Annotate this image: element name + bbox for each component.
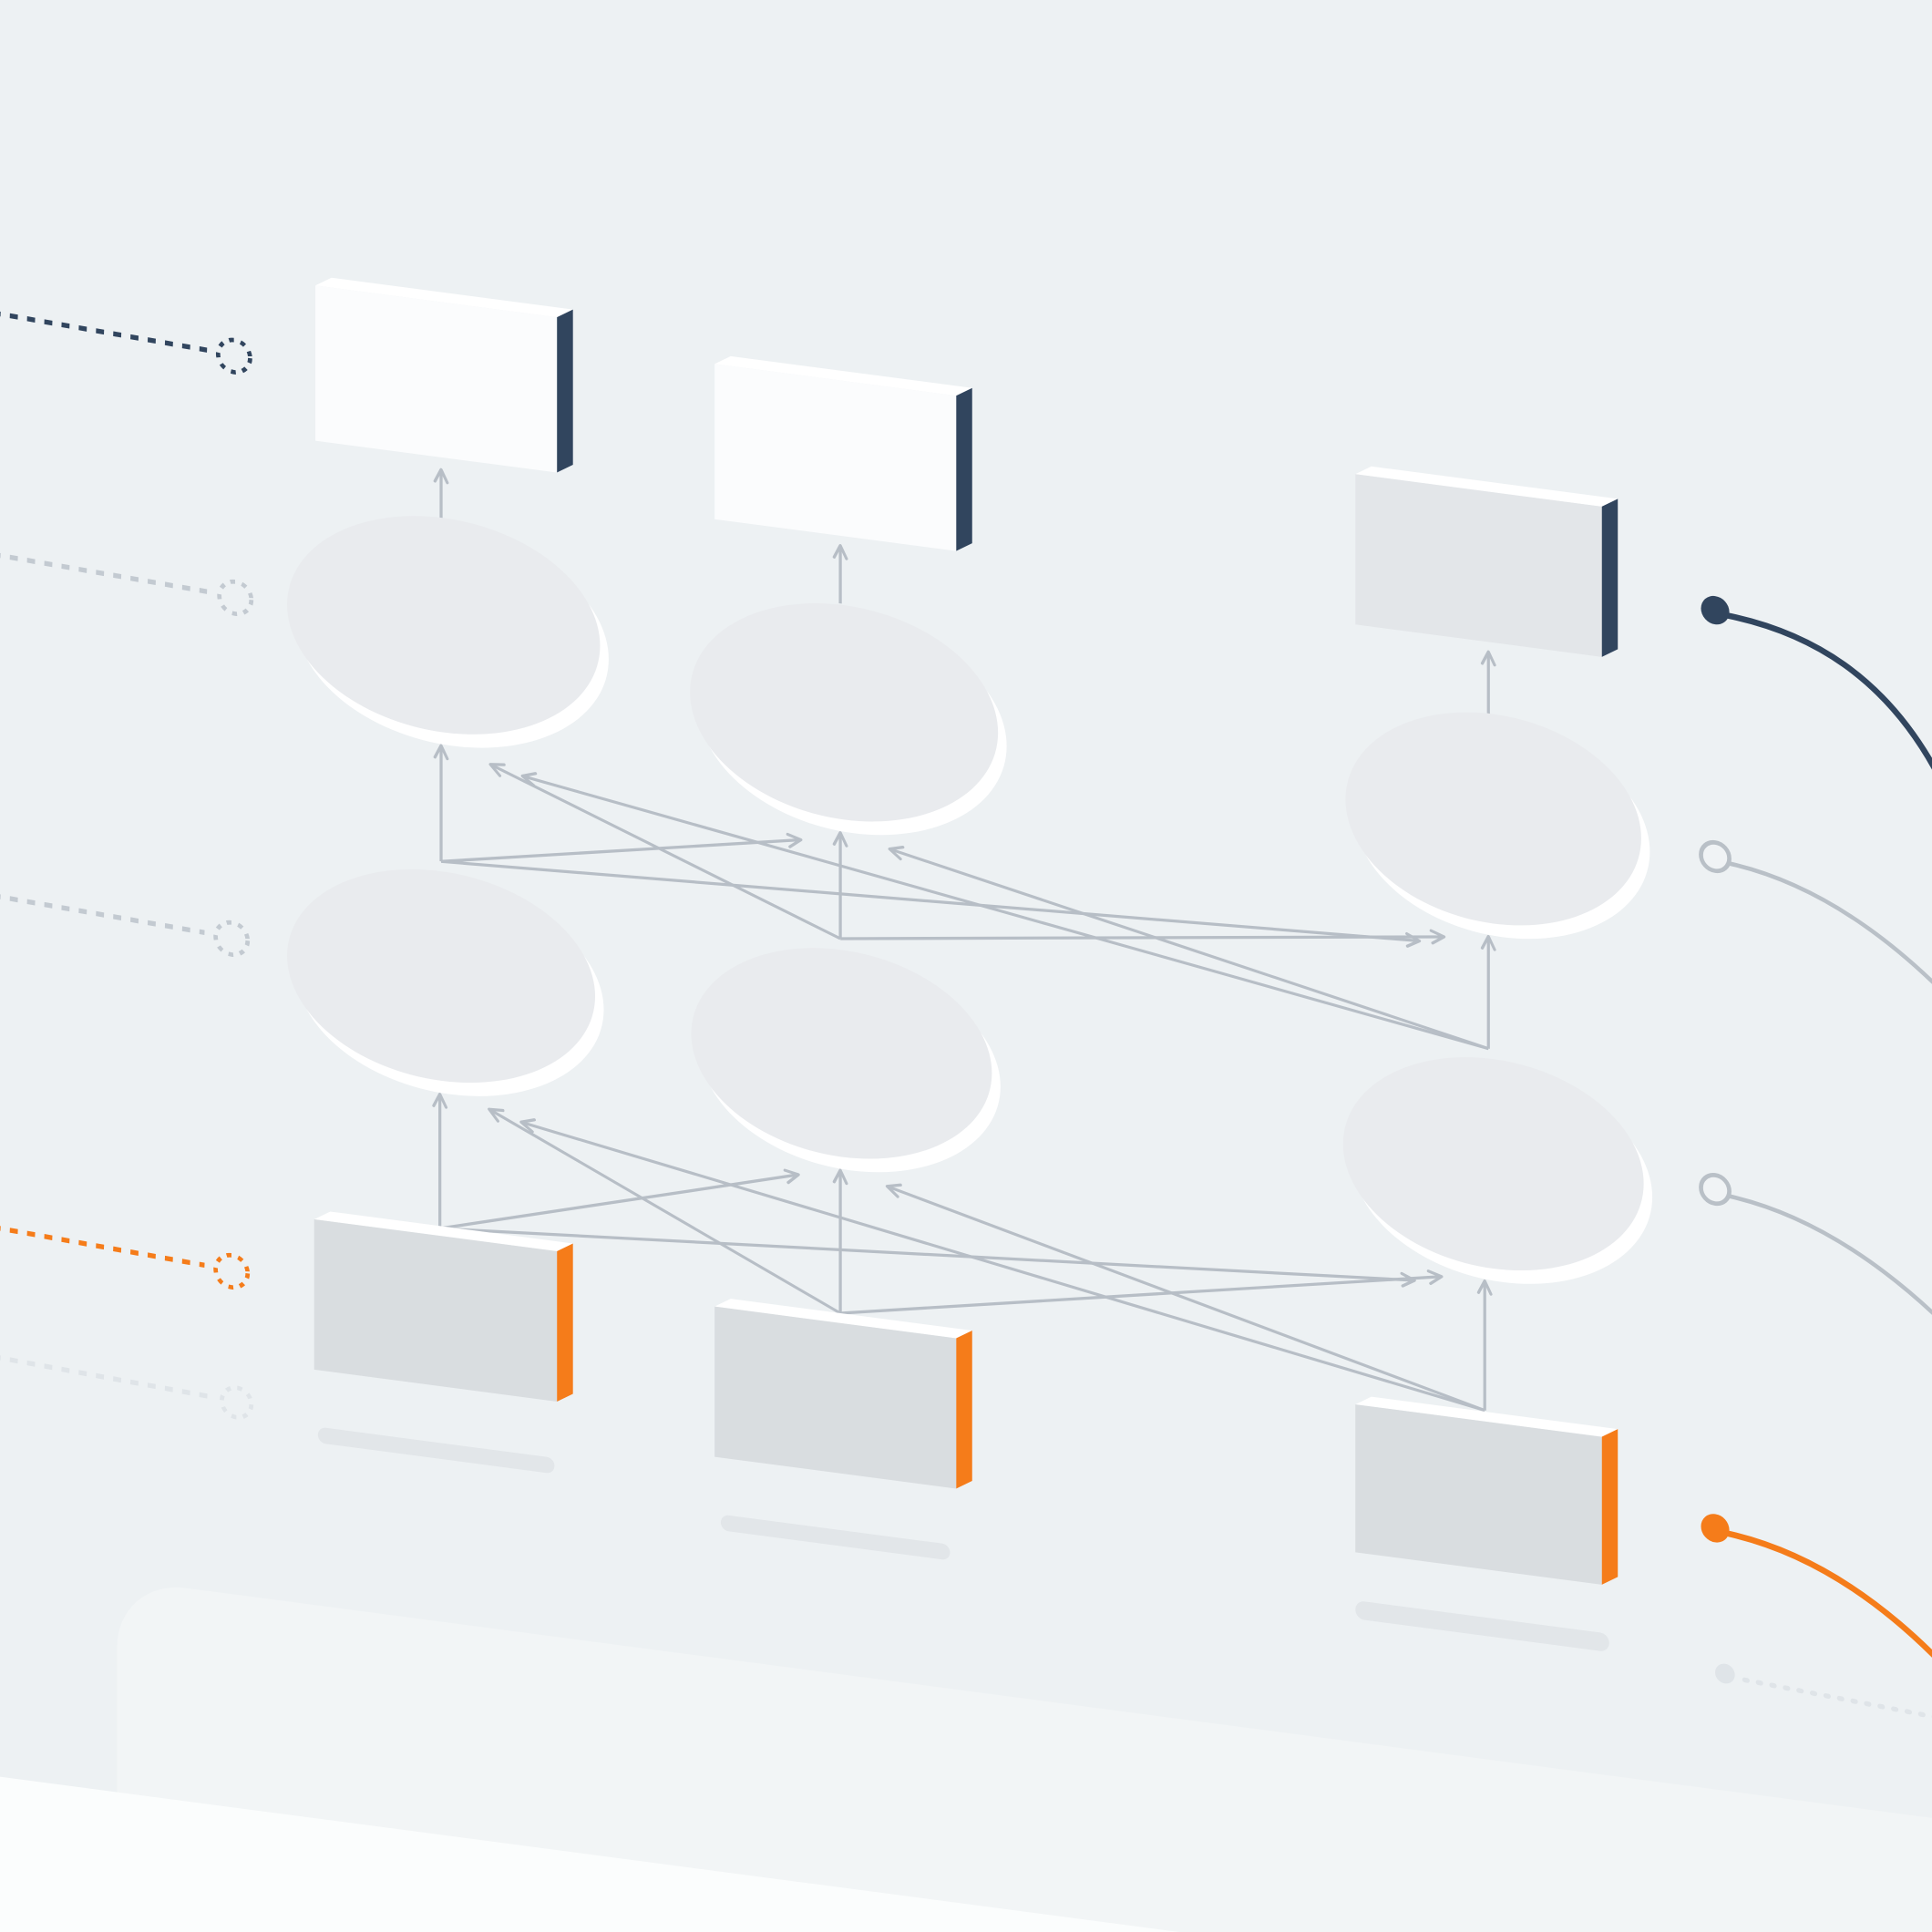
arrow <box>439 1227 1416 1288</box>
left-connector-orange-circle-icon <box>213 1252 251 1290</box>
hidden-node-upper-2 <box>690 603 1007 836</box>
box-front-face <box>714 364 957 551</box>
arrow <box>519 1118 1485 1413</box>
box-top-face <box>1355 1396 1619 1437</box>
right-connector-faint-dotted-line <box>1742 1677 1932 1724</box>
left-connector-faint-line <box>0 1351 210 1400</box>
box-side-face-orange <box>956 1331 972 1489</box>
connection-arrows <box>432 468 1496 1413</box>
arrow <box>488 1107 841 1315</box>
right-connector-navy-dot-icon <box>1701 595 1730 625</box>
right-connector-orange-dot-icon <box>1701 1514 1730 1543</box>
arrow <box>439 1168 800 1230</box>
arrow <box>888 845 1489 1051</box>
top-box-2 <box>714 355 972 551</box>
tilted-plane <box>0 277 1932 1932</box>
left-connectors <box>0 307 254 1420</box>
arrow <box>839 929 1446 945</box>
caption-bar-1 <box>317 1427 555 1474</box>
bottom-box-2 <box>714 1299 972 1489</box>
right-connector-navy-curve <box>1727 612 1932 774</box>
box-front-face <box>1355 474 1602 657</box>
hidden-node-upper-3 <box>1345 712 1650 940</box>
node-face <box>1342 1057 1644 1271</box>
box-side-face-navy <box>1601 498 1619 657</box>
box-top-face <box>714 1299 972 1339</box>
right-connectors <box>1699 595 1932 1724</box>
box-side-face-navy <box>956 387 972 551</box>
arrow <box>488 763 841 940</box>
box-front-face <box>714 1306 957 1489</box>
bottom-box-1 <box>313 1211 573 1402</box>
top-box-1 <box>315 277 573 473</box>
arrow <box>520 772 1489 1051</box>
left-connector-navy-circle-icon <box>215 337 252 375</box>
node-face <box>690 603 999 822</box>
hidden-node-upper-1 <box>287 516 609 748</box>
left-connector-gray-line <box>0 889 205 935</box>
box-front-face <box>1355 1404 1602 1585</box>
top-box-3 <box>1355 466 1619 657</box>
node-face <box>287 516 601 735</box>
left-connector-gray-line <box>0 549 208 594</box>
box-side-face-navy <box>557 309 573 473</box>
left-connector-faint-circle-icon <box>220 1385 254 1420</box>
box-front-face <box>315 285 558 473</box>
hidden-node-lower-3 <box>1342 1057 1653 1284</box>
node-face <box>691 948 992 1159</box>
box-top-face <box>313 1211 573 1252</box>
node-face <box>287 868 596 1084</box>
hidden-node-lower-1 <box>287 868 604 1096</box>
right-connector-gray-curve <box>1728 861 1932 1001</box>
box-side-face-orange <box>557 1243 573 1402</box>
box-side-face-orange <box>1601 1429 1619 1585</box>
arrow <box>440 859 1422 948</box>
right-connector-faint-dot-icon <box>1715 1663 1735 1684</box>
arrow <box>885 1183 1485 1413</box>
bottom-box-3 <box>1355 1396 1619 1585</box>
caption-bar-2 <box>720 1515 951 1560</box>
caption-bar-3 <box>1355 1601 1609 1651</box>
box-top-face <box>315 277 573 318</box>
arrow <box>839 1269 1444 1315</box>
box-top-face <box>714 355 972 396</box>
right-connector-orange-curve <box>1727 1530 1932 1673</box>
left-connector-orange-line <box>0 1221 205 1269</box>
hidden-node-lower-2 <box>691 948 1001 1173</box>
right-connector-gray-circle-icon <box>1699 1173 1732 1207</box>
node-face <box>1345 712 1641 926</box>
box-top-face <box>1355 466 1619 507</box>
right-connector-gray-circle-icon <box>1699 839 1732 874</box>
arrow <box>440 832 803 863</box>
box-front-face <box>313 1218 558 1402</box>
right-connector-gray-curve <box>1728 1194 1932 1331</box>
left-connector-navy-line <box>0 307 208 353</box>
